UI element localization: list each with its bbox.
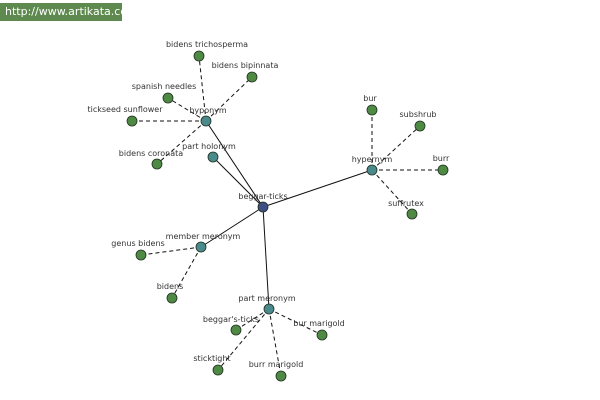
relation-nodes: [195, 115, 378, 315]
label-spanish-needles: spanish needles: [132, 82, 197, 91]
node-tickseed-sunflower[interactable]: [126, 115, 138, 127]
label-tickseed-sunflower: tickseed sunflower: [87, 105, 163, 114]
node-sticktight[interactable]: [212, 364, 224, 376]
label-bidens-coronata: bidens coronata: [119, 149, 183, 158]
edge-center-hyponym: [205, 120, 264, 208]
node-beggars-ticks[interactable]: [230, 324, 242, 336]
edge-hypernym-suffrutex: [371, 169, 413, 215]
edge-center-part-holonym: [212, 156, 264, 208]
node-bidens-bipinnata[interactable]: [246, 71, 258, 83]
node-hyponym[interactable]: [200, 115, 212, 127]
node-genus-bidens[interactable]: [135, 249, 147, 261]
label-hypernym: hypernym: [352, 155, 393, 164]
edge-center-hypernym: [262, 169, 373, 208]
label-genus-bidens: genus bidens: [111, 239, 164, 248]
label-bur: bur: [363, 94, 377, 103]
node-part-holonym[interactable]: [207, 151, 219, 163]
node-member-meronym[interactable]: [195, 241, 207, 253]
label-hyponym: hyponym: [189, 106, 227, 115]
label-member-meronym: member meronym: [166, 232, 241, 241]
label-part-meronym: part meronym: [238, 294, 295, 303]
label-burr-marigold: burr marigold: [249, 360, 304, 369]
node-part-meronym[interactable]: [263, 303, 275, 315]
label-part-holonym: part holonym: [182, 142, 236, 151]
label-suffrutex: suffrutex: [388, 199, 424, 208]
edge-part-meronym-sticktight: [217, 308, 270, 371]
edge-hypernym-subshrub: [371, 125, 421, 171]
node-labels: beggar-ticks hyponym part holonym hypern…: [87, 40, 450, 369]
edge-hyponym-bidens-bipinnata: [205, 76, 253, 122]
edge-member-meronym-bidens: [171, 246, 202, 299]
edge-part-meronym-burr-marigold: [268, 308, 282, 377]
node-burr-marigold[interactable]: [275, 370, 287, 382]
label-beggars-ticks: beggar's-ticks: [203, 315, 259, 324]
node-burr[interactable]: [437, 164, 449, 176]
node-spanish-needles[interactable]: [162, 92, 174, 104]
node-bidens[interactable]: [166, 292, 178, 304]
label-subshrub: subshrub: [400, 110, 437, 119]
relation-edges: [132, 55, 443, 377]
edge-part-meronym-bur-marigold: [268, 308, 323, 336]
edge-hyponym-bidens-coronata: [156, 120, 207, 165]
label-sticktight: sticktight: [193, 354, 230, 363]
node-center[interactable]: [257, 201, 269, 213]
node-bidens-coronata[interactable]: [151, 158, 163, 170]
label-burr: burr: [433, 154, 450, 163]
edge-member-meronym-genus-bidens: [140, 246, 202, 256]
website-url-banner[interactable]: http://www.artikata.com: [0, 3, 138, 21]
edge-hyponym-spanish-needles: [167, 97, 207, 122]
node-hypernym[interactable]: [366, 164, 378, 176]
edge-hyponym-bidens-trichosperma: [198, 55, 207, 122]
label-bur-marigold: bur marigold: [293, 319, 344, 328]
edge-center-member-meronym: [200, 206, 264, 248]
node-bur[interactable]: [366, 104, 378, 116]
label-bidens-trichosperma: bidens trichosperma: [166, 40, 248, 49]
label-bidens: bidens: [157, 282, 184, 291]
label-center: beggar-ticks: [238, 192, 287, 201]
node-subshrub[interactable]: [414, 120, 426, 132]
node-bur-marigold[interactable]: [316, 329, 328, 341]
node-suffrutex[interactable]: [406, 208, 418, 220]
leaf-nodes: [126, 50, 449, 382]
node-bidens-trichosperma[interactable]: [193, 50, 205, 62]
center-edges: [200, 120, 373, 310]
label-bidens-bipinnata: bidens bipinnata: [212, 61, 279, 70]
edge-center-part-meronym: [262, 206, 270, 310]
